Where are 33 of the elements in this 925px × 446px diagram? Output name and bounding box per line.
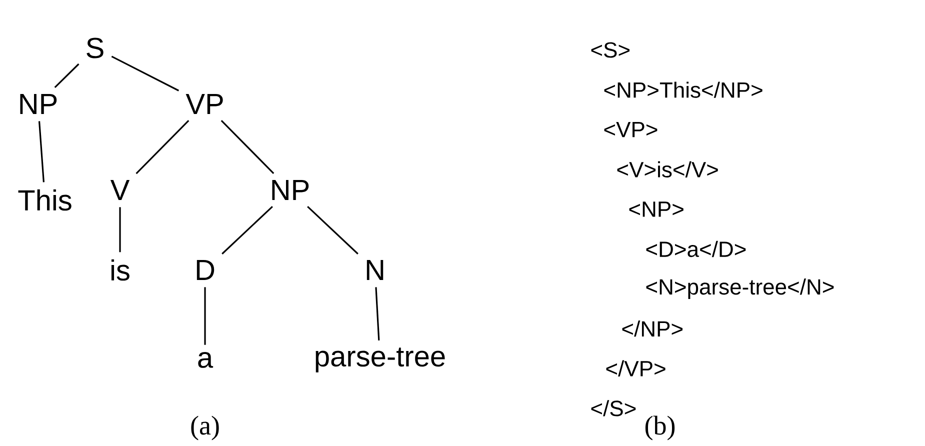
tree-node-label: N xyxy=(366,260,384,280)
tree-node-label: VP xyxy=(186,94,223,114)
tree-branch xyxy=(136,120,190,174)
xml-line: <S> xyxy=(591,42,630,58)
xml-line: </S> xyxy=(591,400,636,416)
tree-branch xyxy=(204,287,206,345)
xml-line: <V>is</V> xyxy=(617,161,718,178)
tree-branch xyxy=(375,287,380,340)
panel-caption: (a) xyxy=(191,416,219,440)
xml-line: <VP> xyxy=(604,122,658,138)
tree-node-label: a xyxy=(198,352,214,368)
tree-node-label: NP xyxy=(20,94,57,114)
tree-branch xyxy=(220,120,274,174)
tree-node-label: parse-tree xyxy=(316,348,445,372)
tree-branch xyxy=(307,206,358,254)
xml-line: <D>a</D> xyxy=(646,240,746,258)
xml-line: <NP>This</NP> xyxy=(604,82,762,98)
tree-node-label: NP xyxy=(272,180,309,200)
tree-branch xyxy=(222,206,273,254)
panel-caption: (b) xyxy=(645,416,675,440)
xml-line: <NP> xyxy=(629,202,684,217)
tree-branch xyxy=(38,121,45,182)
tree-node-label: D xyxy=(196,260,214,280)
xml-line: </NP> xyxy=(622,320,682,337)
xml-line: </VP> xyxy=(606,360,666,376)
tree-branch xyxy=(119,207,121,252)
tree-branch xyxy=(111,56,180,92)
tree-node-label: V xyxy=(110,180,130,200)
tree-node-label: S xyxy=(86,38,104,58)
tree-node-label: This xyxy=(18,189,72,211)
xml-line: <N>parse-tree</N> xyxy=(646,278,834,300)
tree-branch xyxy=(54,63,80,88)
tree-node-label: is xyxy=(111,259,130,281)
